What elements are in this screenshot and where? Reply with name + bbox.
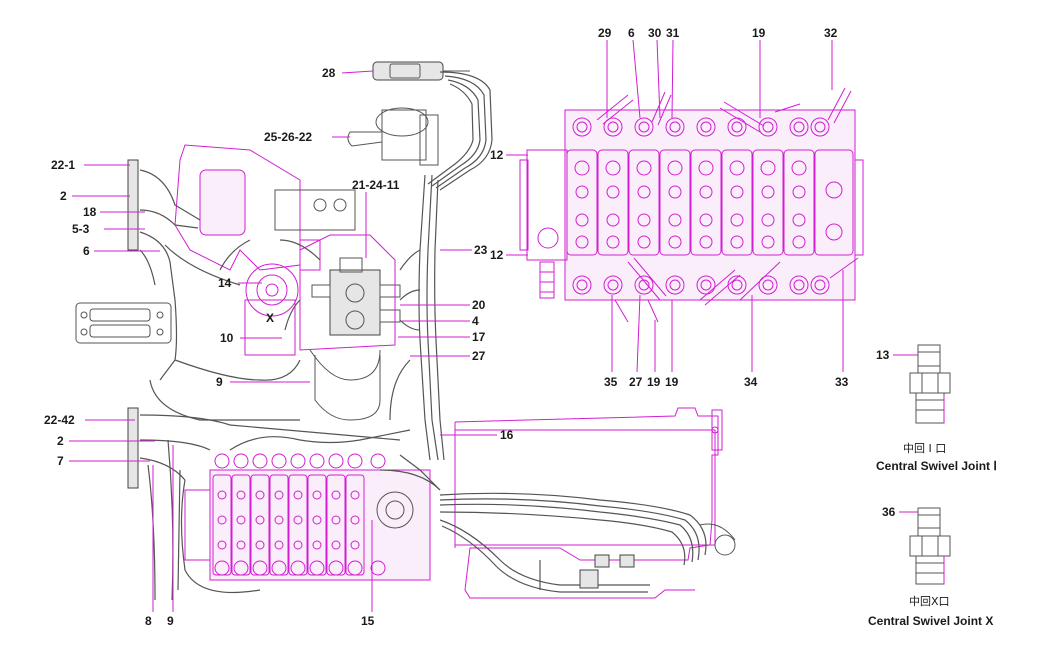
label-35: 35 — [604, 375, 618, 389]
label-9-bottom: 9 — [167, 614, 174, 628]
label-34: 34 — [744, 375, 758, 389]
hose-bundle — [139, 169, 445, 601]
label-33: 33 — [835, 375, 849, 389]
label-20: 20 — [472, 298, 486, 312]
valve-ports — [574, 160, 843, 249]
lower-valve-bank — [177, 429, 441, 594]
label-10: 10 — [220, 331, 234, 345]
label-9-center: 9 — [216, 375, 223, 389]
label-2-lower: 2 — [57, 434, 64, 448]
callout-labels: 29 6 30 31 19 32 12 12 35 27 19 19 34 33… — [44, 26, 896, 628]
label-25-26-22: 25-26-22 — [264, 130, 312, 144]
label-36: 36 — [882, 505, 896, 519]
label-7: 7 — [57, 454, 64, 468]
label-30: 30 — [648, 26, 662, 40]
joint-1-caption-cn: 中回 I 口 — [903, 442, 946, 455]
pilot-valve-assembly — [347, 61, 493, 191]
label-6-left: 6 — [83, 244, 90, 258]
label-14: 14 — [218, 276, 232, 290]
valve-sections — [566, 149, 854, 256]
tank-frame — [454, 407, 723, 599]
label-31: 31 — [666, 26, 680, 40]
valve-bottom-fittings — [572, 257, 859, 323]
label-27-right: 27 — [629, 375, 643, 389]
label-15: 15 — [361, 614, 375, 628]
label-22-42: 22-42 — [44, 413, 75, 427]
label-22-1: 22-1 — [51, 158, 75, 172]
label-16: 16 — [500, 428, 514, 442]
label-19-bottom-1: 19 — [647, 375, 661, 389]
label-x: X — [266, 311, 274, 325]
joint-1-caption-en: Central Swivel Joint Ⅰ — [876, 459, 997, 473]
label-12-upper: 12 — [490, 148, 504, 162]
label-6-top: 6 — [628, 26, 635, 40]
label-23: 23 — [474, 243, 488, 257]
swivel-joint-1-fitting — [909, 344, 951, 424]
solenoid-valve-block — [299, 234, 401, 421]
joint-x-caption-en: Central Swivel Joint X — [868, 614, 993, 628]
lower-valve-bottom-nuts — [214, 560, 386, 576]
label-21-24-11: 21-24-11 — [352, 178, 400, 192]
lower-valve-top-nuts — [214, 453, 386, 469]
label-19-bottom-2: 19 — [665, 375, 679, 389]
label-12-lower: 12 — [490, 248, 504, 262]
label-18: 18 — [83, 205, 97, 219]
label-17: 17 — [472, 330, 486, 344]
label-32: 32 — [824, 26, 838, 40]
swivel-joint-x-fitting — [909, 507, 951, 585]
label-13: 13 — [876, 348, 890, 362]
lower-valve-ports — [217, 490, 360, 550]
leader-lines — [69, 39, 918, 612]
bottom-hose-bundle — [379, 469, 736, 593]
joint-x-caption-cn: 中回X口 — [909, 595, 950, 608]
swivel-joint-captions: 中回 I 口 Central Swivel Joint Ⅰ 中回X口 Centr… — [868, 442, 997, 628]
label-2-upper: 2 — [60, 189, 67, 203]
pilot-pump-area — [174, 144, 356, 356]
label-29: 29 — [598, 26, 612, 40]
label-19-top: 19 — [752, 26, 766, 40]
main-control-valve — [519, 87, 864, 323]
label-4: 4 — [472, 314, 479, 328]
label-5-3: 5-3 — [72, 222, 90, 236]
valve-top-fittings — [572, 87, 852, 137]
label-8: 8 — [145, 614, 152, 628]
label-28: 28 — [322, 66, 336, 80]
left-brackets — [75, 159, 172, 489]
label-27-center: 27 — [472, 349, 486, 363]
